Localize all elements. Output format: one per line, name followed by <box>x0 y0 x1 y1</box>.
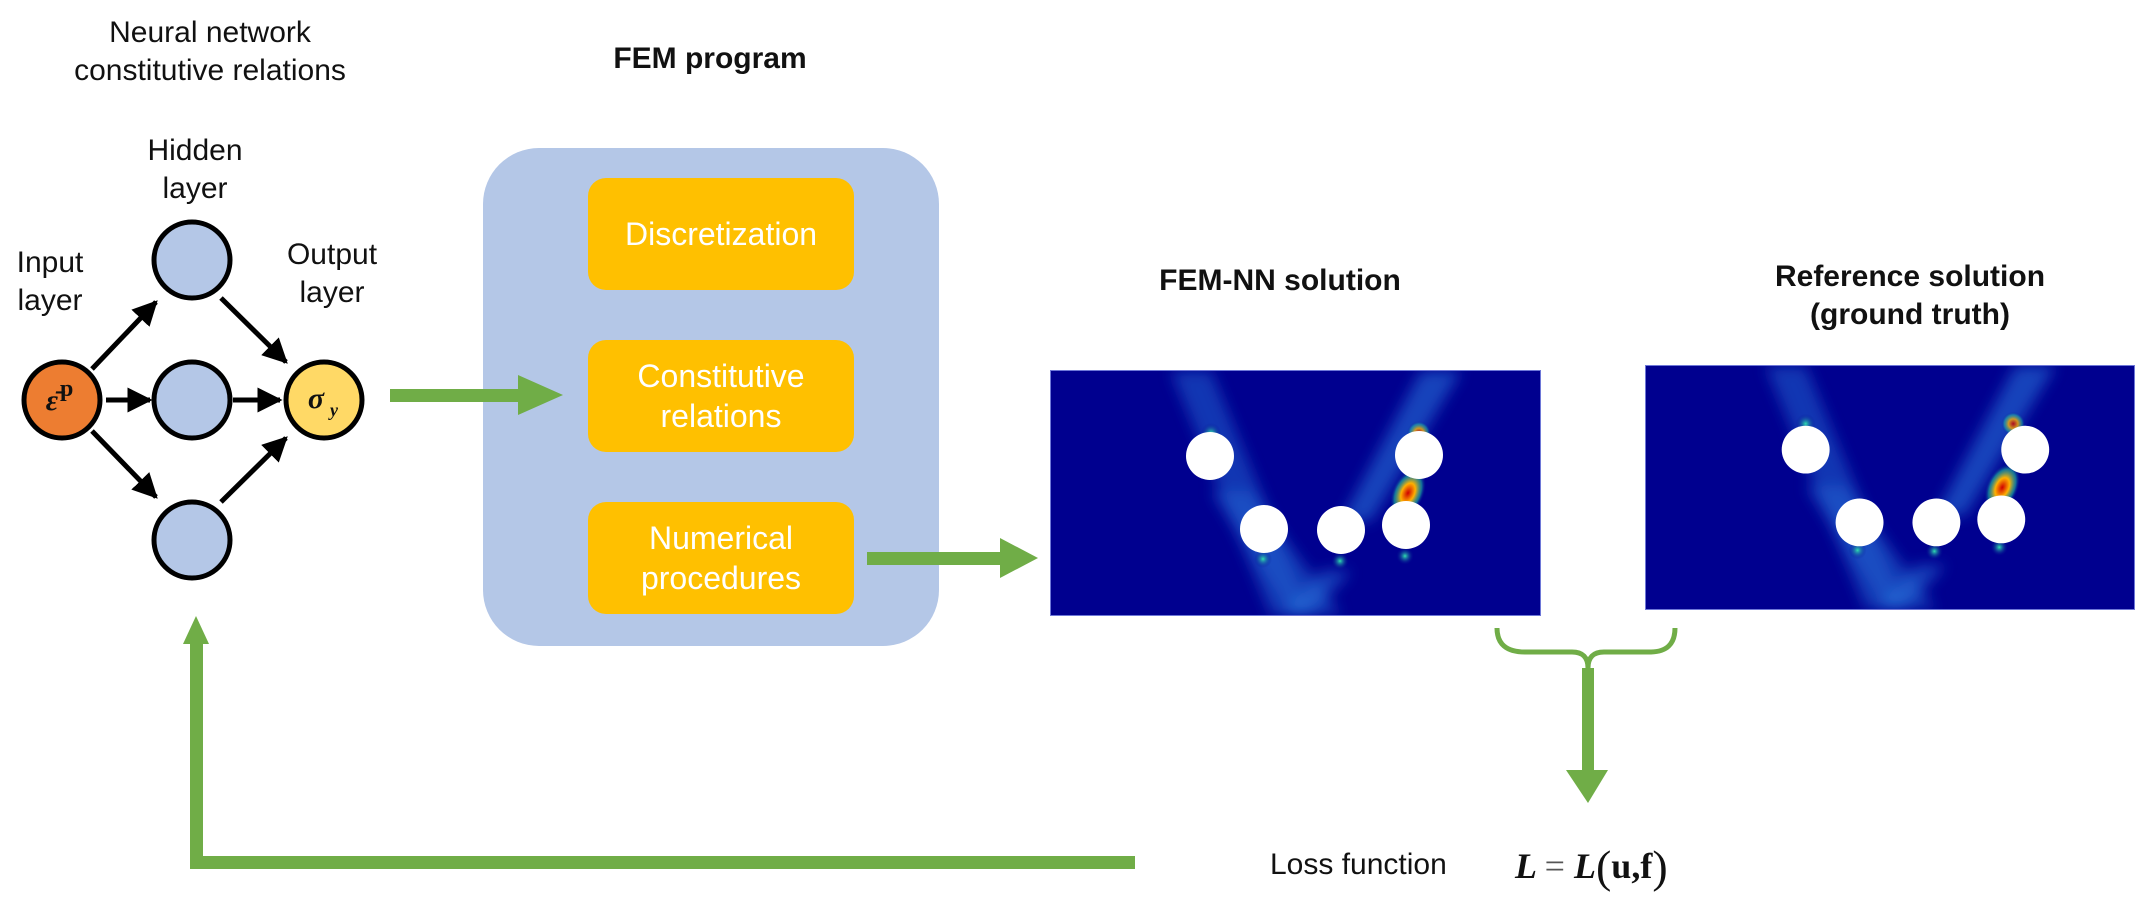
fem-box-constitutive-relations: Constitutive relations <box>588 340 854 452</box>
arrow-brace-to-loss <box>1566 668 1608 803</box>
left-paren: ( <box>1595 841 1612 892</box>
fem-box-numerical-procedures: Numerical procedures <box>588 502 854 614</box>
hidden-node-2 <box>151 359 233 441</box>
edge-input-hidden3 <box>90 429 158 499</box>
comparison-brace <box>1494 627 1678 669</box>
input-node-superscript: p <box>60 376 73 402</box>
loss-lhs: L <box>1515 846 1536 886</box>
fem-nn-solution-title: FEM-NN solution <box>1159 264 1401 297</box>
loss-formula: L = L(u,f) <box>1515 840 1668 893</box>
hidden-node-1 <box>151 219 233 301</box>
heatmap-svg-reference <box>1765 366 2056 609</box>
loss-comma: , <box>1631 846 1641 886</box>
edge-hidden3-output <box>219 436 288 504</box>
fem-nn-solution-heatmap <box>1051 371 1540 615</box>
hole <box>1977 495 2026 544</box>
hole <box>1317 506 1365 554</box>
holes <box>1186 431 1443 554</box>
reference-solution-title: Reference solution (ground truth) <box>1774 260 2046 331</box>
loss-arg-u: u <box>1611 846 1632 886</box>
nn-title: Neural network constitutive relations <box>74 16 346 87</box>
loss-fn: L <box>1573 846 1596 886</box>
nn-connections <box>90 296 288 504</box>
arrow-fem-to-solution <box>867 538 1038 578</box>
arrow-loss-to-nn <box>183 616 1135 869</box>
output-layer-label: Output layer <box>286 238 378 309</box>
output-node-subscript: y <box>328 400 339 420</box>
fem-program-title: FEM program <box>613 42 807 75</box>
hidden-layer-label: Hidden layer <box>147 134 243 205</box>
right-paren: ) <box>1652 841 1668 892</box>
hole <box>1781 425 1830 474</box>
input-layer-label: Input layer <box>16 246 84 317</box>
edge-hidden1-output <box>219 296 288 364</box>
hole <box>1912 498 1961 547</box>
hole <box>1240 505 1288 553</box>
hole <box>1395 431 1443 479</box>
fem-box-discretization: Discretization <box>588 178 854 290</box>
hole <box>1835 498 1884 547</box>
loss-arg-f: f <box>1640 846 1653 886</box>
hidden-node-3 <box>151 499 233 581</box>
hole <box>1382 501 1430 549</box>
reference-solution-heatmap <box>1646 366 2134 609</box>
output-node-symbol: σ <box>308 382 325 415</box>
output-node <box>283 359 365 441</box>
holes <box>1781 425 2050 547</box>
loss-equals: = <box>1544 846 1565 886</box>
heatmap-svg-fem-nn <box>1171 371 1461 615</box>
hole <box>1186 432 1234 480</box>
input-node <box>21 359 103 441</box>
edge-input-hidden1 <box>90 300 158 371</box>
arrow-nn-to-fem <box>390 375 563 415</box>
loss-function-label: Loss function <box>1270 848 1447 881</box>
flow-arrows <box>183 375 1608 869</box>
hole <box>2001 425 2050 474</box>
